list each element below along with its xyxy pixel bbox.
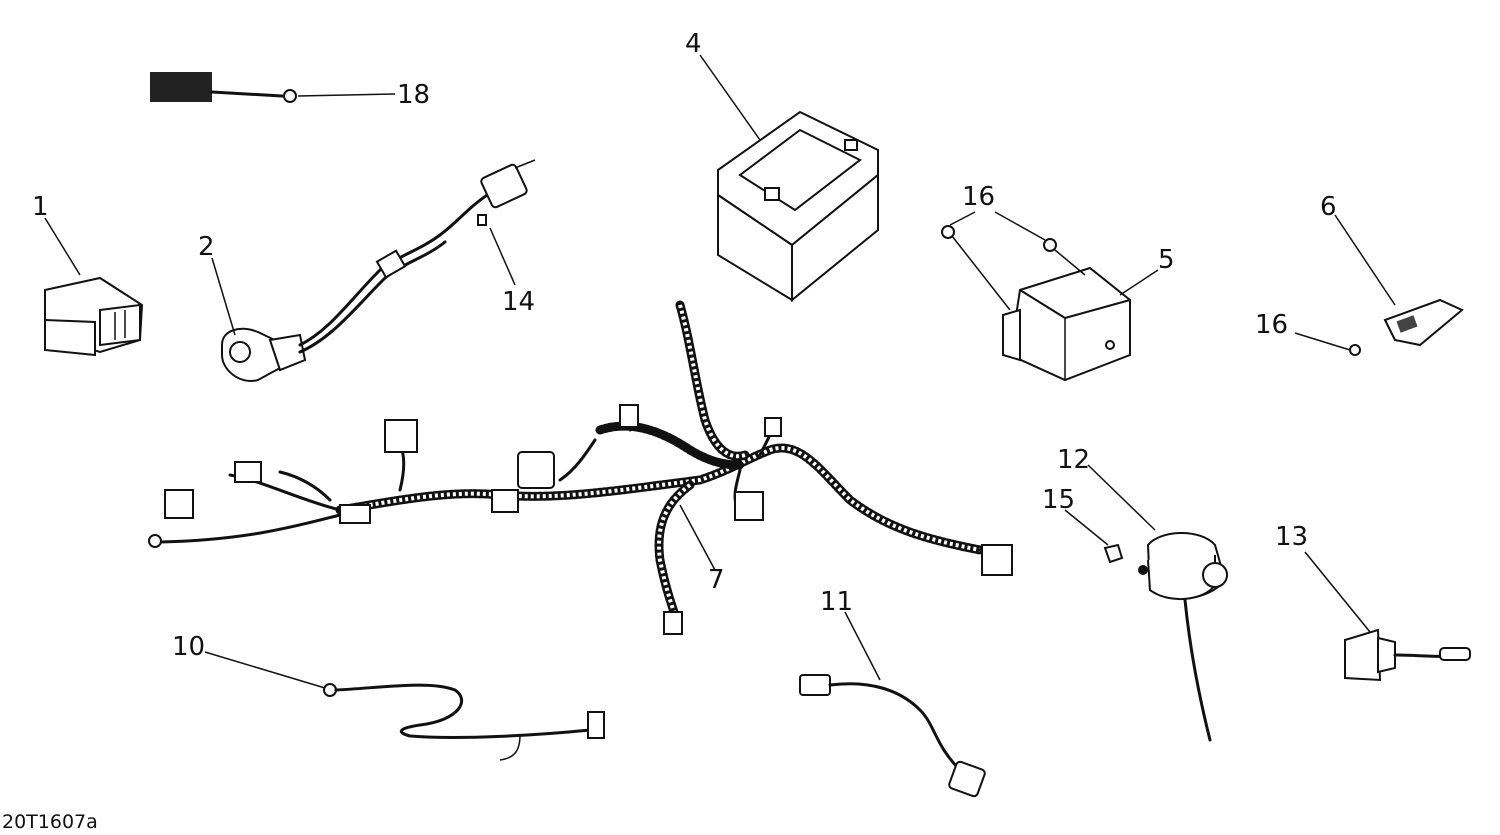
part-1-relay bbox=[44, 276, 144, 357]
callout-16a: 16 bbox=[962, 182, 995, 212]
callout-14: 14 bbox=[502, 287, 535, 317]
callout-2: 2 bbox=[198, 232, 215, 262]
callout-15: 15 bbox=[1042, 485, 1075, 515]
callout-12: 12 bbox=[1057, 445, 1090, 475]
callout-10: 10 bbox=[172, 632, 205, 662]
callout-4: 4 bbox=[685, 29, 702, 59]
callout-6: 6 bbox=[1320, 192, 1337, 222]
callout-5: 5 bbox=[1158, 245, 1175, 275]
callout-16b: 16 bbox=[1255, 310, 1288, 340]
drawing-id: 20T1607a bbox=[2, 811, 98, 833]
callout-13: 13 bbox=[1275, 522, 1308, 552]
callout-18: 18 bbox=[397, 80, 430, 110]
part-7-wiring-harness bbox=[148, 300, 1013, 635]
callout-11: 11 bbox=[820, 587, 853, 617]
part-12-ignition-switch bbox=[1103, 532, 1228, 742]
part-5-regulator bbox=[941, 225, 1131, 382]
part-2-coil bbox=[221, 159, 536, 382]
part-6-switch bbox=[1349, 298, 1464, 356]
part-10-sensor-wire bbox=[323, 683, 605, 761]
callout-1: 1 bbox=[32, 192, 49, 222]
part-11-switch-lead bbox=[799, 674, 986, 798]
part-13-indicator-light bbox=[1344, 628, 1471, 682]
part-18-ground-strap bbox=[150, 72, 396, 103]
callout-7: 7 bbox=[708, 565, 725, 595]
part-4-battery bbox=[717, 110, 879, 303]
